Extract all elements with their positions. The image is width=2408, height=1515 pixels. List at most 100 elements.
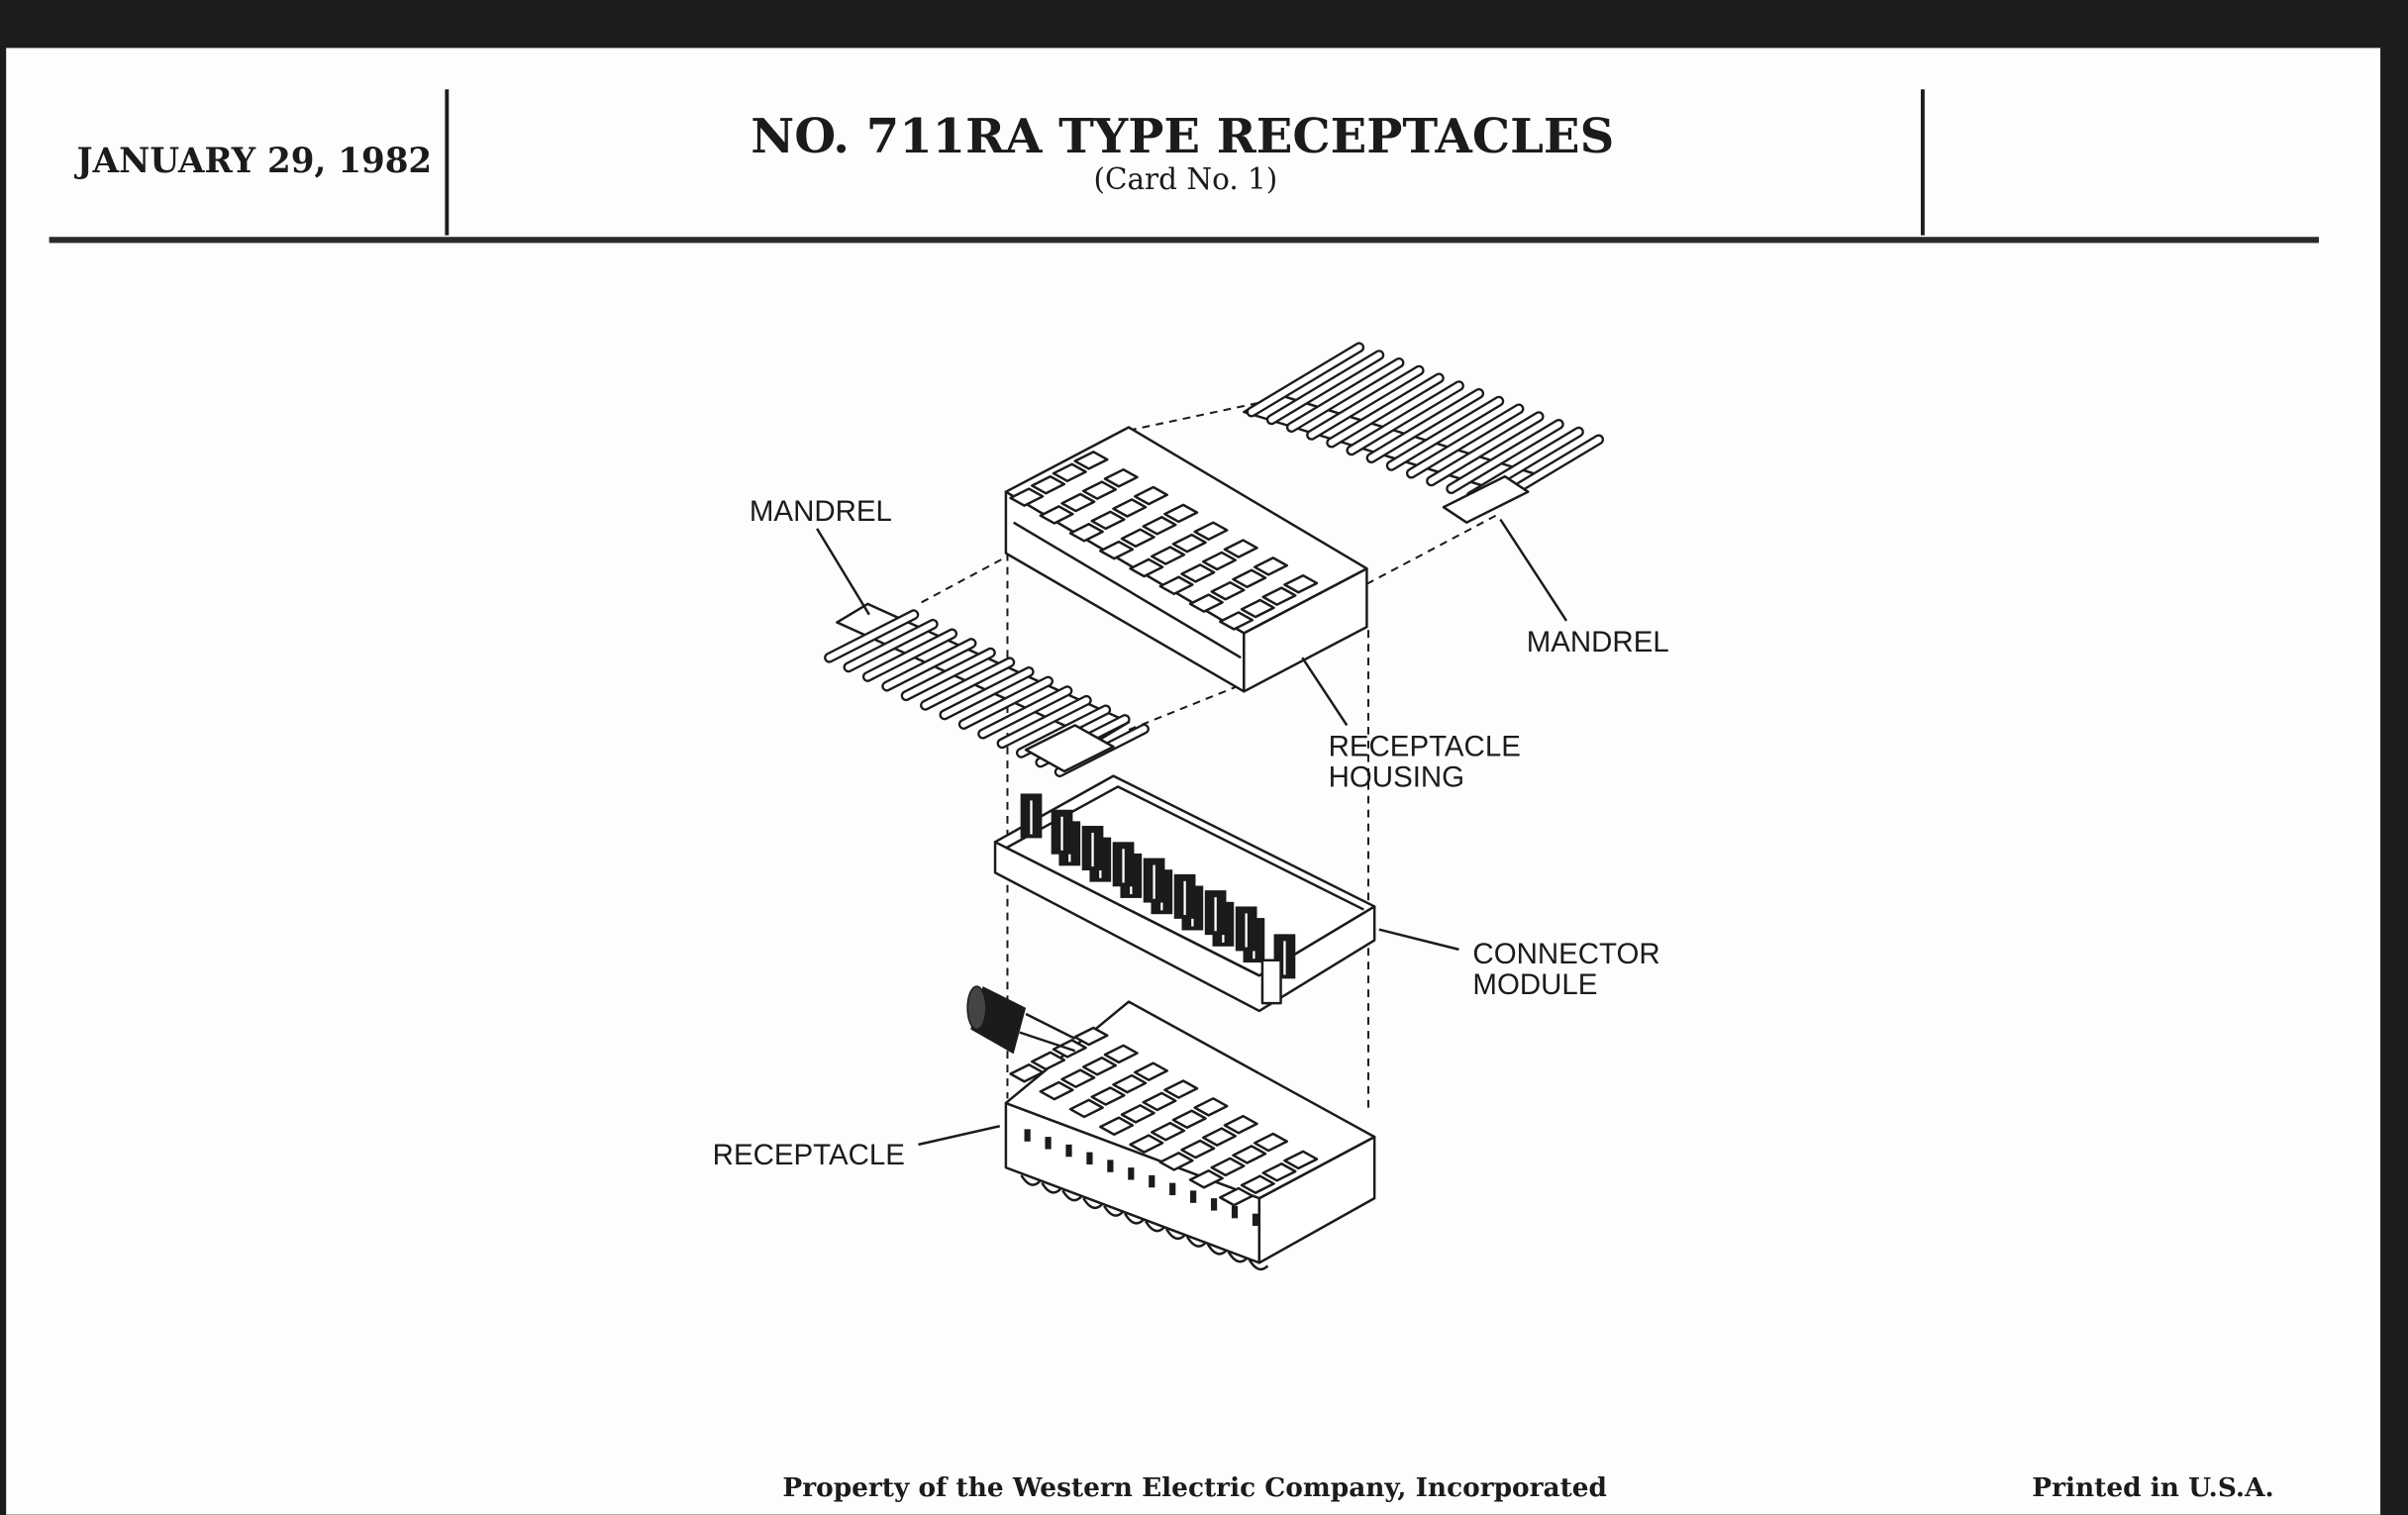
- printed-in: Printed in U.S.A.: [2032, 1472, 2273, 1503]
- slot: [1103, 1044, 1139, 1064]
- slot: [1142, 516, 1177, 536]
- receptacle: [966, 985, 1376, 1271]
- mandrel-rod-highlight: [1288, 359, 1403, 431]
- label-mandrel-left: MANDREL: [750, 495, 892, 528]
- slot: [1158, 575, 1194, 596]
- slot: [1223, 539, 1258, 558]
- slot: [1039, 1080, 1074, 1101]
- mandrel-tab: [1024, 724, 1115, 773]
- slot: [1082, 1056, 1118, 1076]
- slot: [1232, 1145, 1267, 1164]
- mandrel-left: [824, 602, 1150, 778]
- slot: [1120, 1104, 1155, 1124]
- slot: [1283, 1150, 1319, 1170]
- slot: [1253, 1132, 1288, 1153]
- slot: [1163, 503, 1199, 524]
- slot: [1009, 1062, 1045, 1083]
- mandrel-rod-highlight: [1328, 374, 1443, 447]
- receptacle-contact: [1144, 1220, 1165, 1233]
- mandrel-rod-highlight: [1348, 382, 1462, 454]
- slot: [1232, 568, 1267, 589]
- receptacle-contact: [1164, 1228, 1186, 1241]
- slot: [1210, 580, 1246, 601]
- mandrel-rod-highlight: [1367, 390, 1482, 461]
- label-connector-module-line1: CONNECTOR: [1472, 938, 1659, 970]
- slot: [1261, 586, 1297, 606]
- slot: [1090, 510, 1126, 531]
- slot: [1052, 462, 1087, 483]
- slot: [1009, 487, 1045, 507]
- card-paper: [6, 48, 2381, 1515]
- slot: [1261, 1162, 1297, 1182]
- page-title: NO. 711RA TYPE RECEPTACLES: [751, 109, 1614, 164]
- slot: [1188, 1168, 1224, 1189]
- receptacle-terminal: [1107, 1160, 1114, 1172]
- slot: [1103, 467, 1139, 488]
- receptacle-terminal: [1231, 1205, 1239, 1219]
- label-mandrel-right: MANDREL: [1527, 626, 1669, 658]
- mandrel-rod-highlight: [979, 687, 1071, 738]
- receptacle-terminal: [1086, 1152, 1093, 1165]
- slot: [1193, 521, 1229, 541]
- receptacle-terminal: [1190, 1190, 1197, 1203]
- mandrel-right: [1243, 342, 1605, 524]
- slot: [1201, 1127, 1238, 1147]
- receptacle-contact: [1103, 1205, 1124, 1217]
- receptacle-contact: [1041, 1181, 1061, 1194]
- mandrel-rod-highlight: [1388, 398, 1502, 469]
- mandrel-tab: [1442, 474, 1530, 524]
- slot: [1283, 573, 1319, 594]
- mandrel-rod-highlight: [845, 621, 937, 670]
- mandrel-rod-highlight: [1428, 413, 1543, 484]
- card-number: (Card No. 1): [1093, 162, 1277, 196]
- mandrel-rod-highlight: [922, 658, 1013, 709]
- slot: [1060, 492, 1096, 513]
- mandrel-rod-highlight: [1248, 344, 1362, 416]
- slot: [1151, 546, 1186, 565]
- slot: [1073, 1026, 1109, 1047]
- mandrel-rod-highlight: [1308, 367, 1423, 439]
- receptacle-terminal: [1065, 1144, 1072, 1158]
- slot: [1068, 1098, 1104, 1119]
- connector-module: [993, 774, 1376, 1013]
- slot: [1031, 1051, 1066, 1071]
- slot: [1129, 1134, 1164, 1154]
- slot: [1240, 598, 1275, 619]
- slot: [1219, 611, 1254, 631]
- receptacle-terminal: [1128, 1167, 1135, 1180]
- receptacle-contact: [1206, 1244, 1228, 1256]
- exploded-view-illustration: MANDREL MANDREL RECEPTACLE HOUSING CONNE…: [713, 342, 1669, 1271]
- header: JANUARY 29, 1982 NO. 711RA TYPE RECEPTAC…: [49, 89, 2320, 244]
- slot: [1133, 485, 1169, 506]
- receptacle-terminal: [1045, 1137, 1052, 1150]
- mandrel-rod-highlight: [1408, 405, 1523, 477]
- receptacle-housing: [1004, 426, 1368, 693]
- slot: [1099, 540, 1135, 560]
- slot: [1158, 1152, 1194, 1171]
- slot: [1210, 1157, 1246, 1177]
- slot: [1240, 1174, 1275, 1194]
- slot: [1120, 528, 1155, 548]
- slot: [1188, 593, 1224, 613]
- slot: [1180, 1139, 1216, 1160]
- date: JANUARY 29, 1982: [74, 142, 433, 181]
- mandrel-rod-highlight: [1448, 421, 1562, 492]
- slot: [1171, 1109, 1207, 1130]
- receptacle-terminal: [1169, 1182, 1176, 1196]
- receptacle-contact: [1061, 1189, 1082, 1202]
- slot: [1039, 505, 1074, 525]
- slot: [1219, 1186, 1254, 1207]
- slot: [1129, 557, 1164, 578]
- slot: [1171, 533, 1207, 554]
- slot: [1060, 1068, 1096, 1088]
- slot: [1151, 1121, 1186, 1142]
- slot: [1180, 563, 1216, 583]
- receptacle-terminal: [1210, 1198, 1218, 1211]
- receptacle-terminal: [1149, 1174, 1155, 1188]
- mandrel-rod-highlight: [826, 611, 917, 661]
- receptacle-terminal: [1024, 1129, 1031, 1142]
- slot: [1193, 1097, 1229, 1117]
- slot: [1112, 498, 1148, 518]
- receptacle-contact: [1124, 1212, 1145, 1225]
